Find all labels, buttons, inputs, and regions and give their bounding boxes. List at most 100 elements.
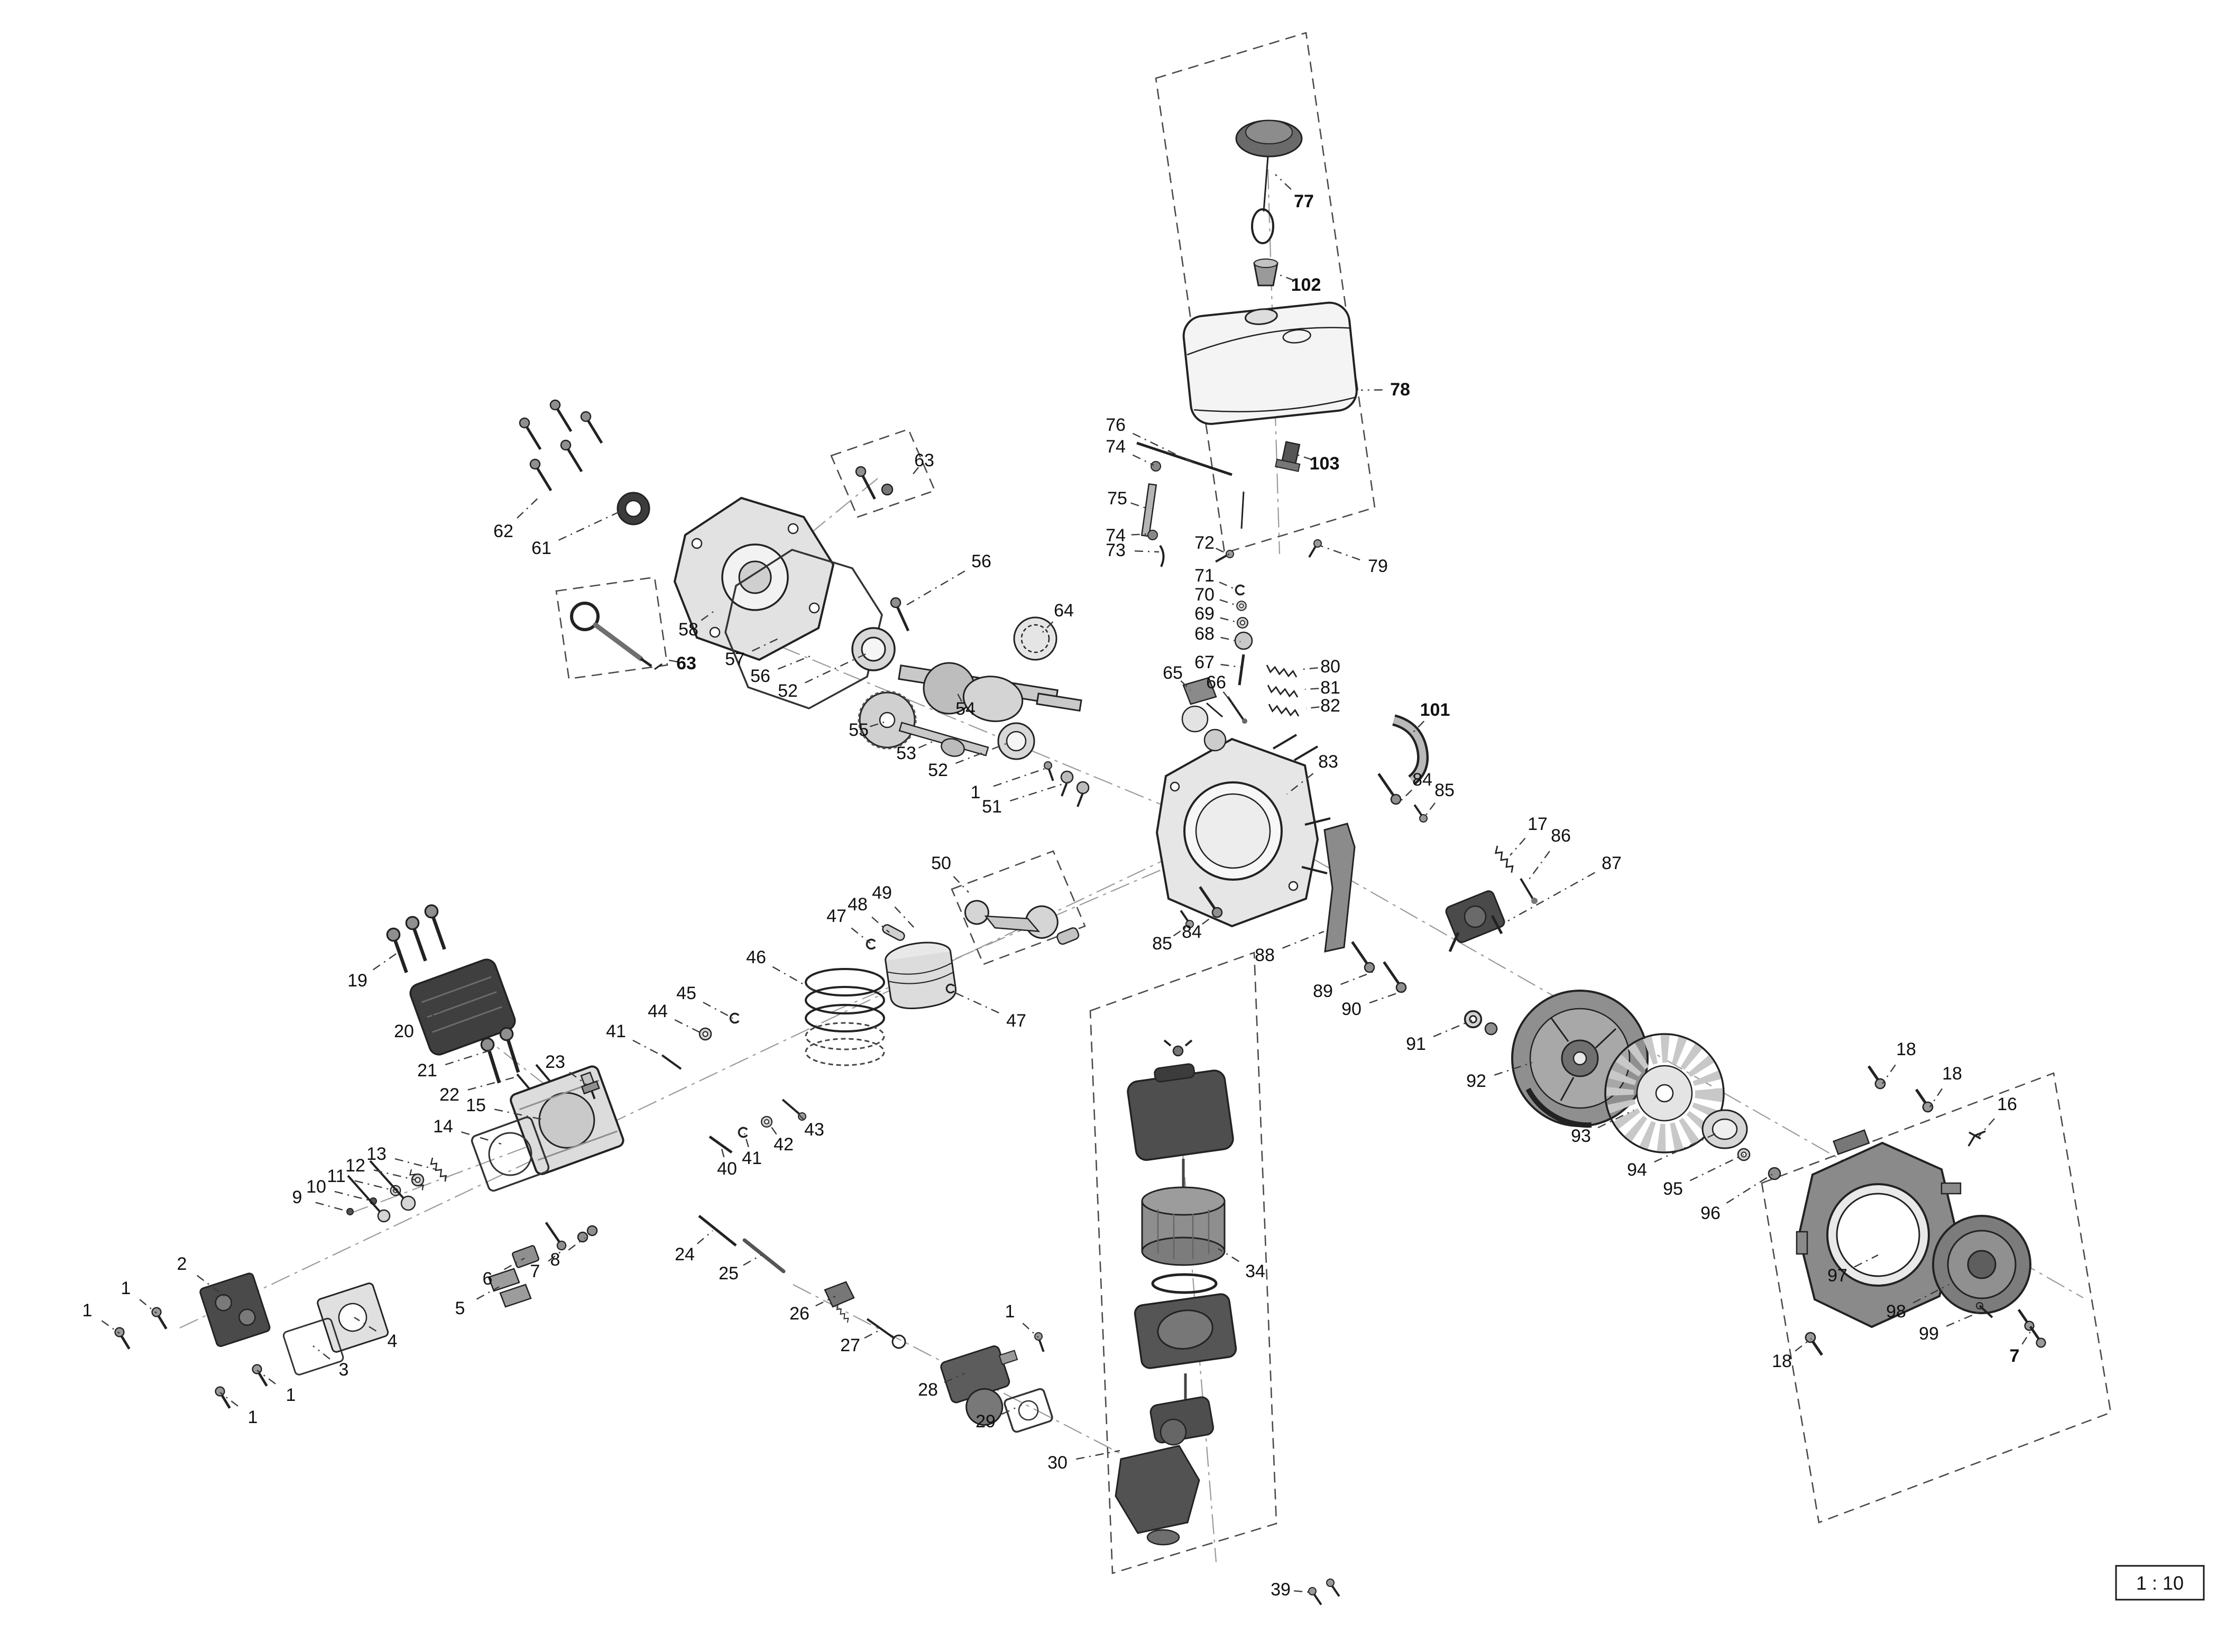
spark-plug	[580, 1071, 600, 1100]
part-number-label: 77	[1294, 191, 1314, 211]
leader-line	[1423, 802, 1436, 819]
ball-bearing	[851, 627, 896, 671]
governor-shaft-parts	[661, 1012, 806, 1154]
leader-line	[1369, 990, 1405, 1004]
leader-line	[1410, 721, 1425, 735]
leader-line	[751, 638, 779, 652]
lower-bracket	[1115, 1445, 1200, 1546]
leader-line	[256, 1370, 276, 1385]
oil-seal	[617, 492, 650, 525]
leader-line	[953, 875, 969, 893]
leader-line	[851, 927, 871, 944]
part-number-label: 93	[1571, 1126, 1591, 1146]
leader-line	[1134, 550, 1160, 553]
leader-line	[1912, 1284, 1949, 1304]
part-number-label: 39	[1271, 1580, 1291, 1600]
leader-line	[1009, 780, 1072, 802]
leader-line	[494, 1109, 544, 1121]
piston-rings	[805, 968, 885, 1066]
part-number-label: 3	[339, 1360, 349, 1380]
part-number-label: 102	[1291, 275, 1321, 295]
leader-line	[1219, 599, 1239, 607]
leader-line	[1978, 1118, 1995, 1137]
connecting-rod-box	[951, 850, 1086, 965]
leader-line	[1340, 971, 1374, 985]
leader-line	[767, 1121, 777, 1135]
ignition-coil	[1445, 890, 1505, 953]
leader-line	[1510, 837, 1526, 856]
part-number-label: 95	[1663, 1179, 1683, 1199]
leader-line	[461, 1131, 502, 1145]
leader-line	[1929, 1088, 1943, 1108]
part-number-label: 18	[1896, 1039, 1916, 1059]
leader-line	[420, 1007, 447, 1023]
leader-line	[1726, 1173, 1774, 1204]
leader-line	[476, 1286, 500, 1300]
leader-line	[1076, 1450, 1120, 1460]
governor-link	[1520, 878, 1538, 904]
recoil-starter	[1932, 1215, 2031, 1314]
part-number-label: 7	[2010, 1346, 2020, 1366]
part-number-label: 57	[725, 649, 745, 669]
part-number-label: 58	[678, 620, 698, 640]
leader-line	[1282, 930, 1324, 949]
part-number-label: 47	[826, 906, 847, 926]
part-number-label: 50	[931, 853, 951, 873]
leader-line	[1130, 502, 1148, 510]
leader-line	[1654, 1132, 1717, 1163]
leader-line	[1173, 926, 1188, 937]
leader-line	[1001, 1404, 1022, 1415]
leader-line	[467, 1074, 523, 1091]
plug-terminal-clip	[1967, 1130, 1986, 1147]
part-number-label: 18	[1772, 1351, 1792, 1371]
leader-line	[1220, 663, 1241, 668]
leader-line	[701, 608, 718, 621]
leader-line	[1132, 454, 1154, 466]
air-filter-element	[1141, 1186, 1226, 1266]
starter-assembly-box	[1761, 1072, 2112, 1524]
leader-line	[1022, 1323, 1039, 1338]
leader-line	[777, 653, 815, 670]
part-number-label: 74	[1106, 437, 1126, 457]
part-number-label: 9	[292, 1187, 302, 1207]
part-number-label: 92	[1466, 1071, 1486, 1091]
part-number-label: 97	[1827, 1266, 1847, 1286]
part-number-label: 26	[789, 1304, 810, 1324]
leader-line	[1854, 1254, 1879, 1268]
leader-line	[517, 496, 540, 519]
leader-line	[1507, 872, 1596, 922]
part-number-label: 52	[928, 760, 948, 780]
leader-line	[743, 1254, 762, 1266]
part-number-label: 27	[840, 1335, 860, 1355]
part-number-label: 22	[439, 1085, 459, 1105]
part-number-label: 64	[1054, 601, 1074, 621]
washer	[1236, 601, 1247, 611]
leader-line	[1296, 454, 1312, 460]
part-number-label: 78	[1390, 380, 1410, 400]
leader-line	[101, 1320, 120, 1334]
intake-gasket	[282, 1317, 344, 1376]
leader-line	[944, 1372, 965, 1383]
leader-line	[1286, 773, 1314, 795]
part-number-label: 81	[1320, 678, 1340, 698]
fuel-cap	[1235, 119, 1303, 244]
leader-line	[1360, 389, 1383, 391]
part-number-label: 6	[483, 1269, 493, 1289]
part-number-label: 17	[1528, 814, 1548, 834]
part-number-label: 90	[1341, 999, 1362, 1019]
leader-line	[666, 659, 678, 662]
part-number-label: 66	[1206, 672, 1226, 693]
part-number-label: 1	[248, 1407, 258, 1427]
scale-label: 1 : 10	[2136, 1572, 2184, 1594]
leader-line	[1222, 691, 1232, 704]
leader-line	[1039, 621, 1054, 636]
part-number-label: 89	[1313, 981, 1333, 1001]
part-number-label: 85	[1434, 780, 1455, 800]
part-number-label: 2	[177, 1254, 187, 1274]
starter-cup	[1701, 1109, 1748, 1149]
part-number-label: 98	[1886, 1302, 1906, 1322]
leader-line	[354, 1180, 395, 1192]
part-number-label: 80	[1320, 657, 1340, 677]
cylinder-block	[1155, 734, 1331, 928]
leader-line	[1220, 636, 1241, 643]
